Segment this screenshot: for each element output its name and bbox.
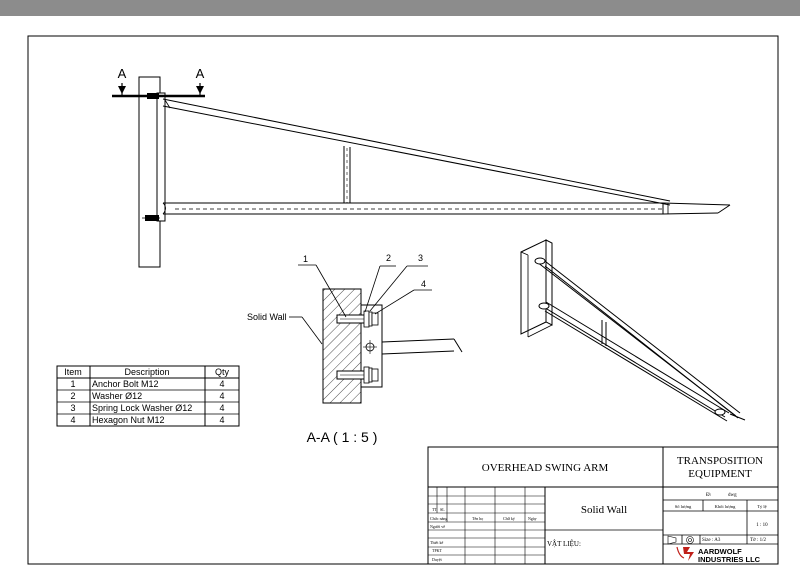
material-name: Solid Wall: [581, 504, 627, 516]
bom-row-3-description: Spring Lock Washer Ø12: [92, 403, 192, 413]
drawing-sheet: A A: [0, 16, 800, 583]
section-marker-right: A: [196, 66, 205, 81]
bom-row-2-qty: 4: [219, 391, 224, 401]
signature-label: Chữ ký: [503, 516, 515, 521]
bom-table: Item Description Qty 1 Anchor Bolt M12 4…: [56, 365, 240, 427]
bom-header-description: Description: [124, 367, 169, 377]
tpkt-label: TPKT: [432, 548, 443, 553]
scale-label: Tỷ lệ: [757, 504, 766, 509]
elevation-view: A A: [112, 66, 731, 268]
bom-row-2-description: Washer Ø12: [92, 391, 142, 401]
dwg-label: dwg: [728, 493, 737, 498]
scale-value: 1 : 10: [756, 523, 768, 528]
mass-label: Khối lượng: [715, 504, 736, 509]
bom-header-item: Item: [64, 367, 82, 377]
date-label: Ngày: [528, 516, 537, 521]
designer-label: Thiết kế: [430, 540, 443, 545]
aardwolf-logo-icon: [676, 546, 694, 561]
title-block: [427, 446, 779, 565]
paper-size: Size : A3: [702, 538, 721, 543]
drawing-canvas: A A: [27, 35, 779, 565]
section-marker-left: A: [118, 66, 127, 81]
bom-row-1-description: Anchor Bolt M12: [92, 379, 159, 389]
logo-text-line2: INDUSTRIES LLC: [698, 555, 761, 564]
bom-header-qty: Qty: [215, 367, 230, 377]
callout-1: 1: [303, 254, 308, 264]
isometric-view: [520, 239, 746, 422]
approved-label: Duyệt: [432, 557, 443, 562]
drawing-title: OVERHEAD SWING ARM: [482, 462, 609, 474]
company-name-line1: TRANSPOSITION: [677, 455, 763, 467]
bom-row-3-qty: 4: [219, 403, 224, 413]
drawn-by-label: Người vẽ: [430, 524, 445, 529]
wall-plate: [156, 92, 166, 222]
section-view: 1 2 3 4 Solid Wall A-A ( 1 : 5 ): [247, 253, 463, 445]
callout-4: 4: [421, 279, 426, 289]
quantity-label: Số lượng: [675, 504, 692, 509]
title-block-text: OVERHEAD SWING ARM TRANSPOSITION EQUIPME…: [430, 455, 768, 564]
sheet-number: Tờ : 1/2: [750, 538, 766, 543]
callout-3: 3: [418, 253, 423, 263]
company-name-line2: EQUIPMENT: [688, 468, 752, 480]
bom-row-1-qty: 4: [219, 379, 224, 389]
logo-text-line1: AARDWOLF: [698, 547, 742, 556]
bom-row-4-item: 4: [70, 415, 75, 425]
dv-label: Đ\: [706, 493, 712, 498]
material-label: VẬT LIỆU:: [547, 540, 581, 548]
sheet-frame: [27, 35, 779, 565]
bom-row-4-description: Hexagon Nut M12: [92, 415, 165, 425]
wall-label: Solid Wall: [247, 312, 287, 322]
top-bar: [0, 0, 800, 16]
wall-section: [322, 288, 362, 404]
projection-symbol-icon: [667, 535, 694, 545]
section-view-label: A-A ( 1 : 5 ): [307, 429, 378, 445]
bom-row-1-item: 1: [70, 379, 75, 389]
bom-row-3-item: 3: [70, 403, 75, 413]
bom-row-4-qty: 4: [219, 415, 224, 425]
callout-2: 2: [386, 253, 391, 263]
name-label: Tên họ: [472, 516, 483, 521]
function-label: Chức năng: [430, 516, 447, 521]
row-sl-label: SL: [440, 507, 445, 512]
bom-row-2-item: 2: [70, 391, 75, 401]
row-tt-label: TT: [432, 507, 437, 512]
